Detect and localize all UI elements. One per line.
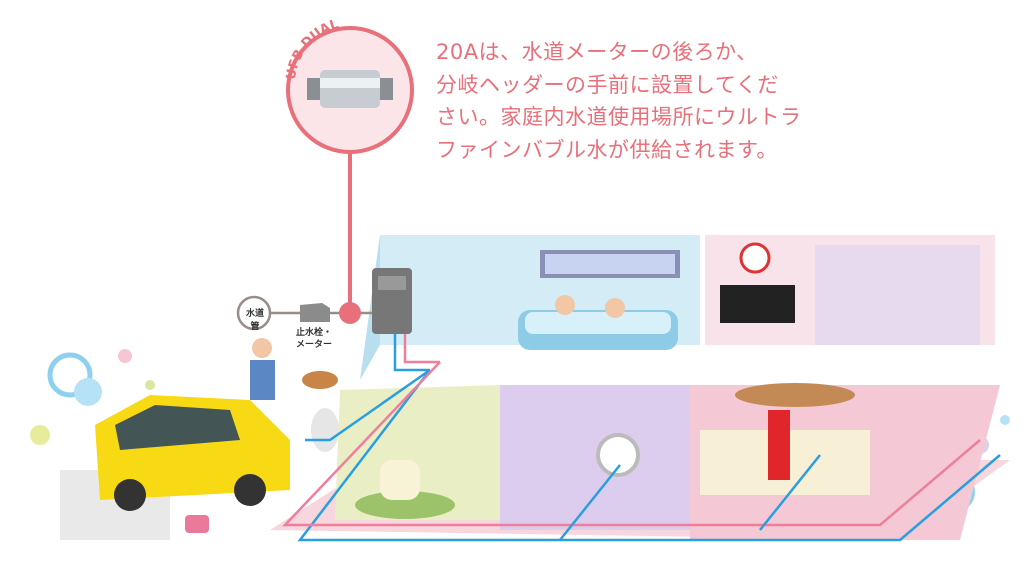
ufb-install-point xyxy=(339,302,361,324)
meter-label-line: 止水栓・ xyxy=(295,328,332,338)
ufb-dual-device-icon xyxy=(307,70,393,108)
water-pipe-node xyxy=(236,295,272,331)
description-line: 分岐ヘッダーの手前に設置してくだ xyxy=(436,72,779,97)
description-line: さい。家庭内水道使用場所にウルトラ xyxy=(436,105,802,129)
dog xyxy=(302,371,338,389)
meter-label: 止水栓・ メーター xyxy=(292,327,336,351)
water-pipe-label: 水道管 xyxy=(245,309,264,332)
water-tank xyxy=(311,408,339,452)
person xyxy=(252,338,272,358)
washing-machine xyxy=(596,433,640,477)
tv xyxy=(720,285,795,323)
car xyxy=(60,395,290,540)
meter-box xyxy=(300,303,330,322)
description-line: 20Aは、水道メーターの後ろか、 xyxy=(436,40,758,64)
toilet-room xyxy=(335,385,500,520)
washroom xyxy=(500,385,690,530)
meter-label-line: メーター xyxy=(295,340,332,350)
clock-icon xyxy=(739,242,771,274)
water-pipes xyxy=(270,311,1001,542)
description-line: ファインバブル水が供給されます。 xyxy=(436,137,778,162)
product-description: 20Aは、水道メーターの後ろか、 分岐ヘッダーの手前に設置してくだ さい。家庭内… xyxy=(436,36,802,166)
